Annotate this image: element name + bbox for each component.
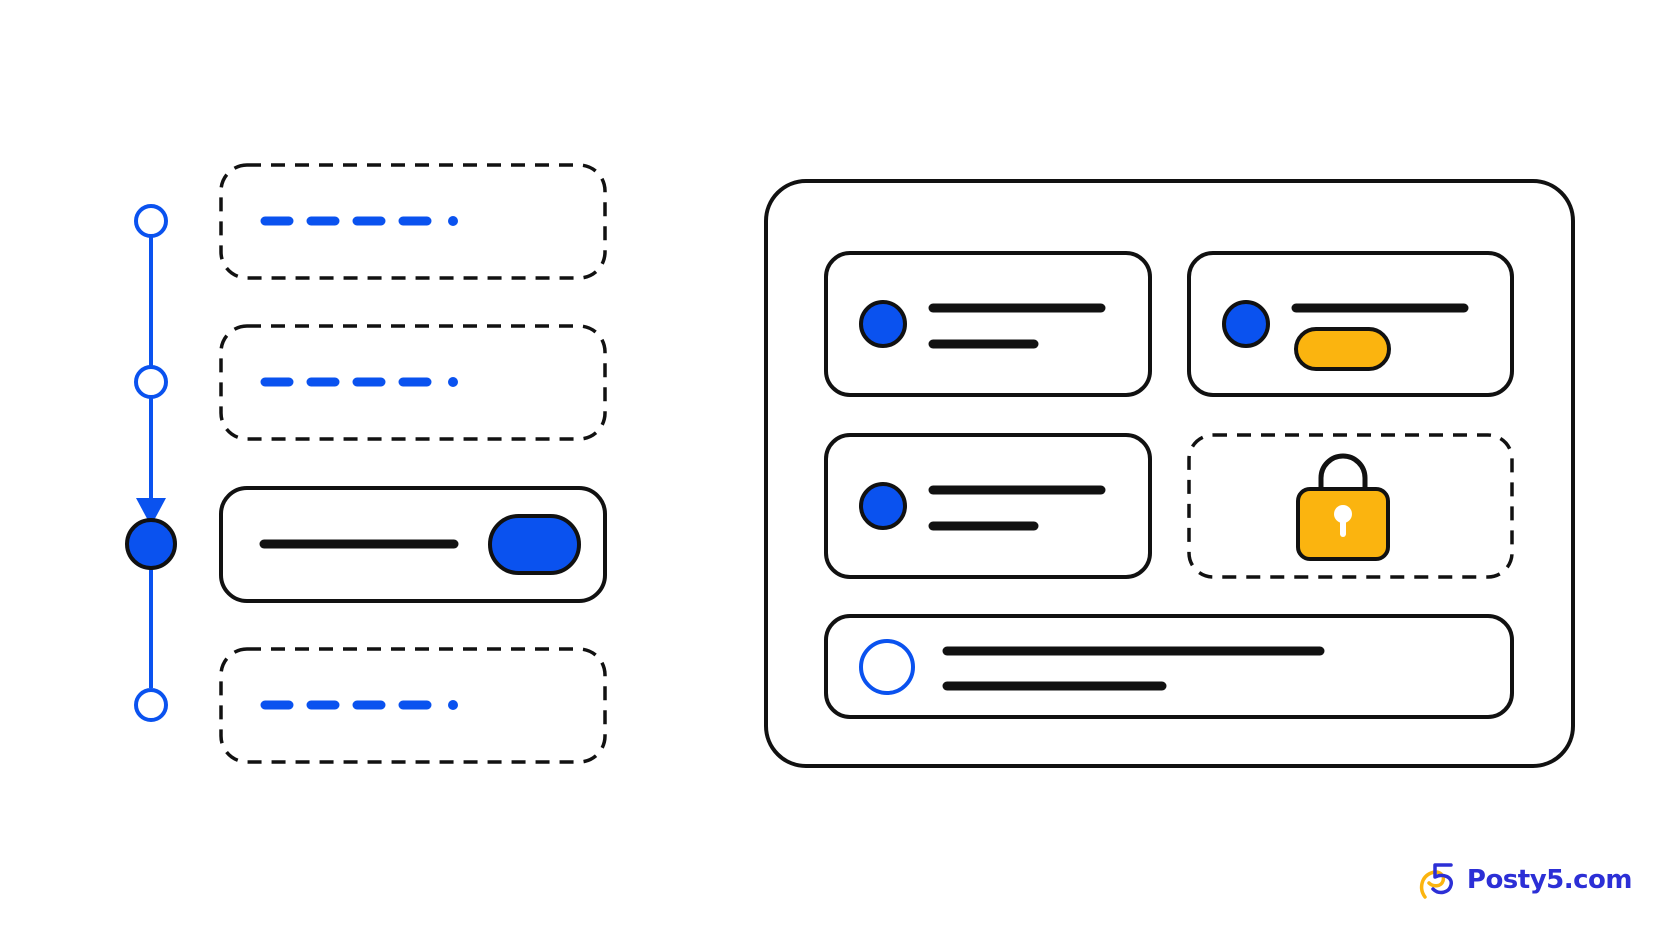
toggle-pill xyxy=(488,514,581,575)
panel-card-wide xyxy=(824,614,1514,719)
timeline-node-1 xyxy=(134,204,168,238)
step-card-4 xyxy=(219,647,607,764)
placeholder-dot xyxy=(448,700,458,710)
placeholder-dot xyxy=(448,377,458,387)
watermark-text: Posty5.com xyxy=(1466,865,1633,895)
timeline xyxy=(125,204,177,722)
yellow-pill xyxy=(1294,327,1391,371)
step-card-1 xyxy=(219,163,607,280)
blue-dot-icon xyxy=(1222,300,1270,348)
panel-card-3 xyxy=(824,433,1152,579)
blue-dot-icon xyxy=(859,482,907,530)
step-card-active xyxy=(219,486,607,603)
posty5-logo-icon xyxy=(1419,863,1453,899)
timeline-arrow-icon xyxy=(136,498,166,526)
empty-circle-icon xyxy=(859,639,915,695)
dashboard-panel xyxy=(764,179,1575,768)
padlock-icon xyxy=(1296,453,1390,561)
watermark: Posty5.com xyxy=(1415,859,1633,901)
blue-dot-icon xyxy=(859,300,907,348)
timeline-node-4 xyxy=(134,688,168,722)
timeline-node-active xyxy=(125,518,177,570)
panel-card-1 xyxy=(824,251,1152,397)
step-card-2 xyxy=(219,324,607,441)
timeline-node-2 xyxy=(134,365,168,399)
panel-card-2 xyxy=(1187,251,1514,397)
panel-card-locked xyxy=(1187,433,1514,579)
placeholder-dot xyxy=(448,216,458,226)
